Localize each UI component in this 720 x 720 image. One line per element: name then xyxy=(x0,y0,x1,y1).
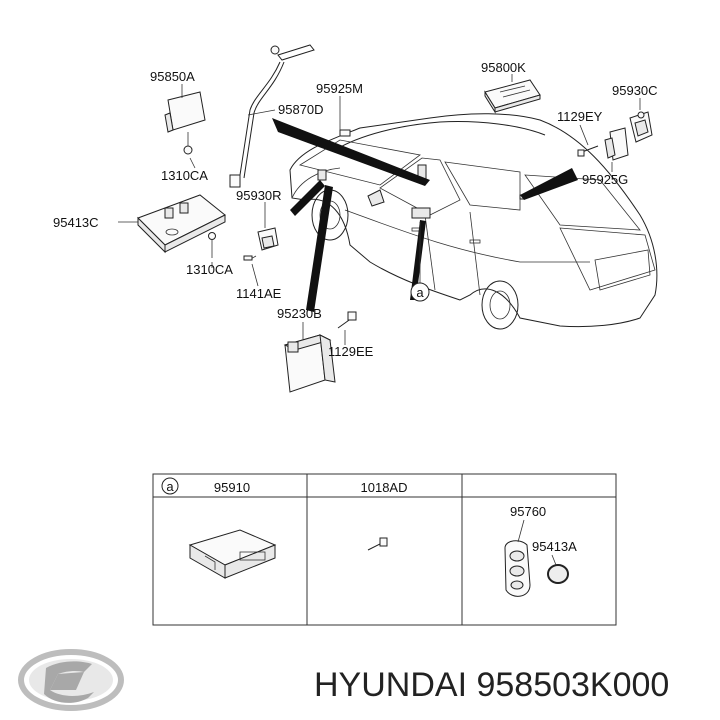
callout-a-label: a xyxy=(416,285,424,300)
car-illustration xyxy=(289,113,658,330)
label-95800K: 95800K xyxy=(481,60,526,75)
label-1310CA-top: 1310CA xyxy=(161,168,208,183)
label-95850A: 95850A xyxy=(150,69,195,84)
unit-95800K xyxy=(484,79,541,114)
part-labels: 95850A 95925M 95800K 95930C 95870D 1129E… xyxy=(53,60,658,359)
airbag-module-95910 xyxy=(188,529,277,579)
module-95850A xyxy=(164,91,206,155)
parts-table: a 95910 1018AD 95760 95413A xyxy=(152,473,617,626)
table-col3-part1: 95760 xyxy=(510,504,546,519)
callout-a: a xyxy=(410,222,430,302)
leader-lines xyxy=(118,74,641,345)
table-col3-part2: 95413A xyxy=(532,539,577,554)
leader-wedges xyxy=(272,118,578,312)
label-95870D: 95870D xyxy=(278,102,324,117)
label-1141AE: 1141AE xyxy=(236,286,282,301)
label-1129EE: 1129EE xyxy=(328,344,374,359)
label-95930C: 95930C xyxy=(612,83,658,98)
table-key-a: a xyxy=(166,479,174,494)
label-95930R: 95930R xyxy=(236,188,282,203)
brand-part-number: HYUNDAI 958503K000 xyxy=(314,666,669,704)
sensor-95930R xyxy=(243,227,279,261)
key-fob-95760 xyxy=(504,519,569,597)
hyundai-logo xyxy=(18,649,124,711)
label-95413C: 95413C xyxy=(53,215,99,230)
antenna-cable xyxy=(229,44,315,188)
label-95925G: 95925G xyxy=(582,172,628,187)
bolt-1018AD xyxy=(367,537,388,551)
label-95925M: 95925M xyxy=(316,81,363,96)
table-col1-label: 95910 xyxy=(214,480,250,495)
label-1129EY: 1129EY xyxy=(557,109,603,124)
sensor-95930C xyxy=(629,111,653,143)
table-col2-label: 1018AD xyxy=(361,480,408,495)
label-95230B: 95230B xyxy=(277,306,322,321)
module-95413C xyxy=(137,194,226,258)
relay-95230B xyxy=(283,311,357,393)
bracket-95925G xyxy=(577,127,629,161)
label-1310CA-bottom: 1310CA xyxy=(186,262,233,277)
